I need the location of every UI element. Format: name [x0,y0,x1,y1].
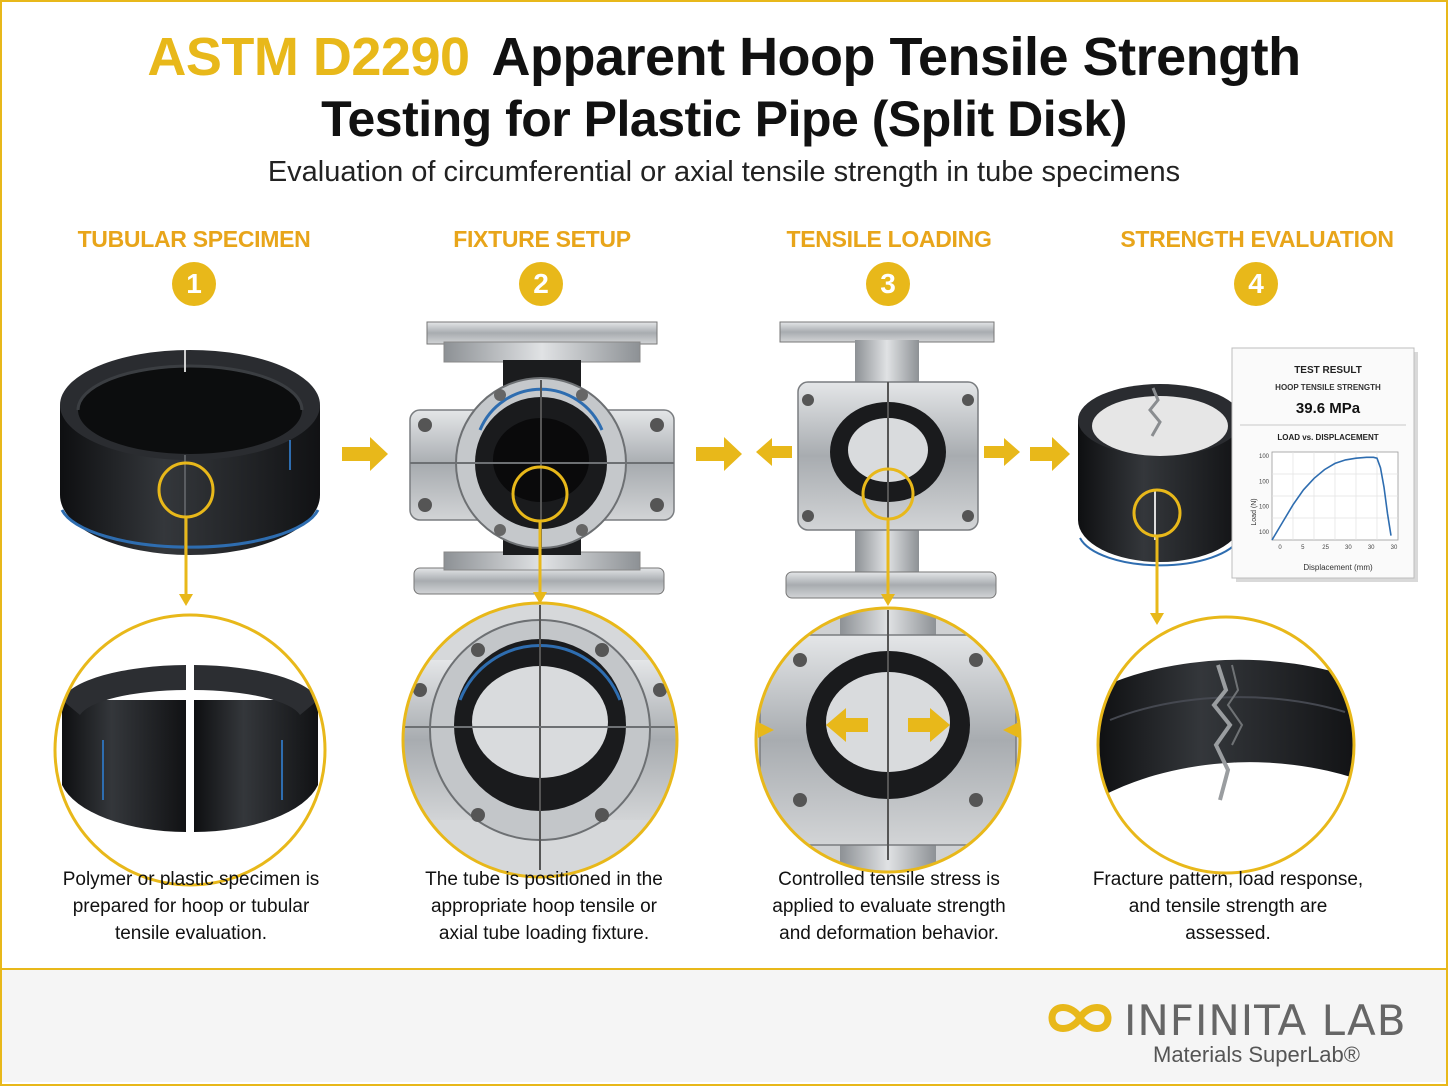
subtitle: Evaluation of circumferential or axial t… [267,156,1181,188]
closeup-frame-2 [401,601,679,879]
y-tick-label: 100 [1259,505,1270,511]
step-3-caption: Controlled tensile stress is applied to … [739,866,1039,947]
flow-arrow-2 [696,437,742,471]
fixture-closeup [403,603,677,877]
x-tick-label: 0 [1278,545,1282,551]
tensile-loading-fixture [779,321,997,599]
standard-code: ASTM D2290 [147,27,470,87]
step-2-caption-line: appropriate hoop tensile or [430,896,658,917]
step-4-number-badge: 4 [1234,262,1278,306]
step-3-caption-line: and deformation behavior. [779,923,999,944]
step-2-caption-line: axial tube loading fixture. [438,923,650,944]
closeup-frame-3 [754,606,1022,874]
split-ring-closeup [55,615,325,885]
brand-name: INFINITA LAB [1124,996,1407,1045]
result-metric-value: 39.6 MPa [1296,400,1361,417]
step-1-caption-line: tensile evaluation. [114,923,268,944]
y-tick-label: 100 [1259,454,1270,460]
result-heading: TEST RESULT [1294,365,1362,376]
step-2-caption-line: The tube is positioned in the [425,869,663,890]
chart-x-label: Displacement (mm) [1303,563,1373,572]
closeup-frame-1 [53,613,327,887]
flow-arrow-1 [342,437,388,471]
step-4-caption-line: and tensile strength are [1128,896,1328,917]
title-part1: Apparent Hoop Tensile Strength [491,27,1302,87]
fractured-ring-specimen [1078,384,1242,567]
step-1-caption-line: Polymer or plastic specimen is [62,869,320,890]
y-tick-label: 100 [1259,479,1270,485]
step-1-caption: Polymer or plastic specimen is prepared … [41,866,341,947]
step-3-caption-line: Controlled tensile stress is [778,869,1000,890]
result-metric-label: HOOP TENSILE STRENGTH [1275,383,1381,392]
test-result-card: TEST RESULT HOOP TENSILE STRENGTH 39.6 M… [1231,347,1418,582]
pipe-ring-specimen [60,350,320,555]
split-disk-fixture [409,321,675,595]
flow-arrow-3 [1030,437,1070,471]
footer [2,970,1446,1082]
step-4-caption-line: Fracture pattern, load response, [1092,869,1364,890]
step-4-caption: Fracture pattern, load response, and ten… [1078,866,1378,947]
y-tick-label: 100 [1259,530,1270,536]
x-tick-label: 30 [1345,545,1352,551]
infinity-logo-icon [1048,1004,1112,1032]
load-displacement-plot: 100 100 100 100 0 5 25 30 30 30 [1259,451,1399,551]
x-tick-label: 5 [1301,545,1305,551]
load-curve-line [1271,456,1392,541]
step-3-title: TENSILE LOADING [786,226,992,252]
load-arrow-left [756,438,792,466]
step-2-caption: The tube is positioned in the appropriat… [394,866,694,947]
brand-tagline: Materials SuperLab® [1153,1042,1360,1067]
main-title-line2: Testing for Plastic Pipe (Split Disk) [321,91,1127,147]
step-1-number-badge: 1 [172,262,216,306]
load-arrow-right [984,438,1020,466]
chart-title: LOAD vs. DISPLACEMENT [1277,433,1378,442]
fracture-closeup [1098,617,1354,873]
step-1-caption-line: prepared for hoop or tubular [72,896,310,917]
x-tick-label: 30 [1368,545,1375,551]
closeup-frame-4 [1096,615,1356,875]
step-2-number-badge: 2 [519,262,563,306]
footer-divider [2,968,1446,970]
loading-closeup [756,608,1020,872]
chart-y-label: Load (N) [1251,498,1258,525]
x-tick-label: 25 [1322,545,1329,551]
step-1-title: TUBULAR SPECIMEN [77,226,311,252]
x-tick-label: 30 [1391,545,1398,551]
step-3-caption-line: applied to evaluate strength [772,896,1006,917]
step-4-caption-line: assessed. [1185,923,1271,944]
step-3-number-badge: 3 [866,262,910,306]
main-title-line1: ASTM D2290 Apparent Hoop Tensile Strength [0,26,1448,88]
step-4-title: STRENGTH EVALUATION [1120,226,1394,252]
step-2-title: FIXTURE SETUP [453,226,631,252]
